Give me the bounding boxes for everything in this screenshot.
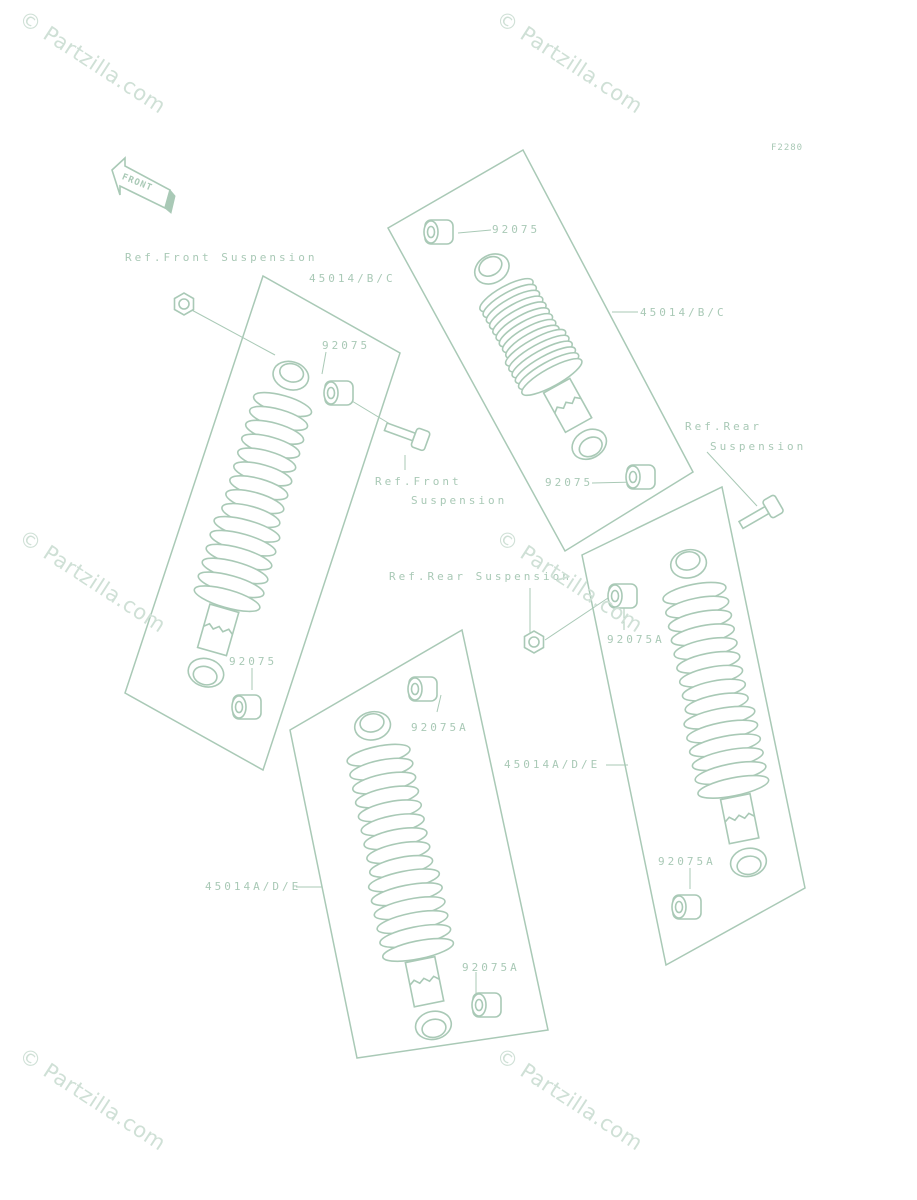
shock-absorber-rear-bottom [346, 710, 455, 1041]
leader-line [321, 351, 327, 375]
label-part-45014ade-right: 45014A/D/E [504, 758, 601, 771]
label-bushing-92075-right-bottom: 92075 [545, 476, 594, 489]
leader-line [706, 451, 758, 507]
bushing-92075a-bottom-bottom [471, 992, 502, 1018]
label-ref-rear-suspension-2: Ref.Rear Suspension [389, 570, 572, 583]
frame-rear-right-shock [581, 485, 806, 967]
bushing-92075a-right-top [607, 583, 638, 609]
bushing-92075-right-bottom [625, 464, 656, 490]
nut-rear [523, 630, 545, 654]
label-ref-front-suspension-2a: Ref.Front [375, 475, 462, 488]
bushing-92075a-bottom-top [407, 676, 438, 702]
label-part-45014-bc-left: 45014/B/C [309, 272, 396, 285]
bushing-92075-left-top [323, 380, 354, 406]
shock-absorber-front-left [187, 360, 313, 688]
bolt-front [383, 421, 431, 452]
nut-front [173, 292, 195, 316]
front-arrow-icon [111, 156, 176, 214]
leader-line [457, 229, 492, 234]
label-part-45014-bc-right: 45014/B/C [640, 306, 727, 319]
bushing-92075-right-top [423, 219, 454, 245]
label-ref-front-suspension-2b: Suspension [411, 494, 508, 507]
leader-line [436, 694, 442, 713]
leader-line [187, 307, 276, 356]
label-bushing-92075-right-top: 92075 [492, 223, 541, 236]
frame-front-left-shock [124, 274, 401, 772]
label-ref-rear-suspension-a: Ref.Rear [685, 420, 762, 433]
label-bushing-92075a-right-bottom: 92075A [658, 855, 716, 868]
label-bushing-92075a-right-top: 92075A [607, 633, 665, 646]
label-ref-front-suspension: Ref.Front Suspension [125, 251, 318, 264]
label-bushing-92075a-bottom-bottom: 92075A [462, 961, 520, 974]
label-ref-rear-suspension-b: Suspension [710, 440, 807, 453]
figure-code: F2280 [771, 143, 804, 153]
shock-absorber-rear-right [662, 548, 770, 878]
bushing-92075a-right-bottom [671, 894, 702, 920]
frame-front-right-shock [386, 148, 694, 553]
label-part-45014ade-bottom: 45014A/D/E [205, 880, 302, 893]
frame-rear-bottom-shock [289, 628, 549, 1059]
shock-absorber-front-right [473, 253, 608, 461]
bolt-rear [737, 494, 784, 530]
label-bushing-92075-left-top: 92075 [322, 339, 371, 352]
label-bushing-92075a-bottom-top: 92075A [411, 721, 469, 734]
bushing-92075-left-bottom [231, 694, 262, 720]
label-bushing-92075-left-bottom: 92075 [229, 655, 278, 668]
